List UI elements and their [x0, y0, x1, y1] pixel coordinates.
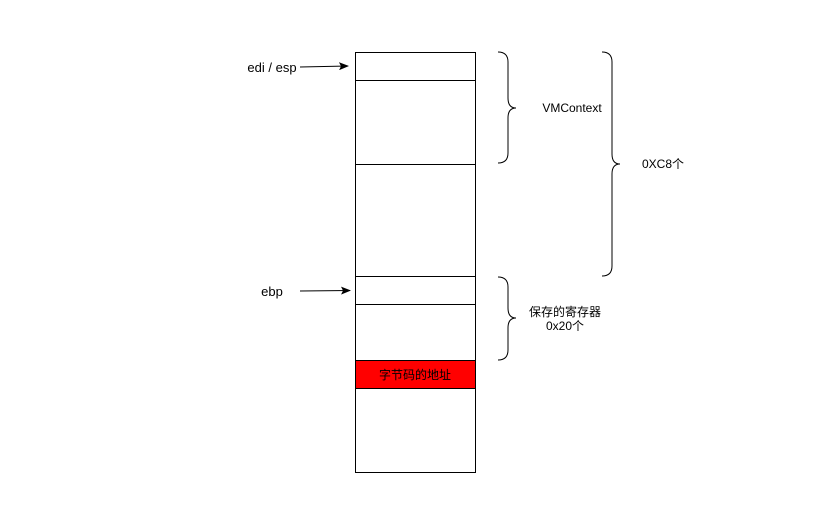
total-size-label: 0XC8个 [642, 157, 684, 171]
ebp-label: ebp [261, 284, 283, 299]
total-size-brace [601, 51, 621, 277]
saved-registers-label: 保存的寄存器 [529, 304, 601, 319]
stack-slot-vmcontext-body [355, 80, 476, 165]
edi-esp-label: edi / esp [247, 60, 296, 75]
stack-slot-bottom [355, 388, 476, 473]
saved-registers-size-label: 0x20个 [546, 319, 584, 333]
edi-esp-arrow [299, 62, 349, 71]
saved-registers-brace [497, 276, 517, 361]
stack-slot-top [355, 52, 476, 81]
ebp-arrow [299, 286, 351, 295]
bytecode-address-label: 字节码的地址 [379, 367, 451, 382]
vmcontext-label: VMContext [542, 101, 602, 115]
stack-slot-ebp [355, 276, 476, 305]
stack-slot-bytecode-address [355, 360, 476, 389]
vmcontext-brace [497, 51, 517, 164]
stack-slot-middle [355, 164, 476, 277]
stack-slot-saved-registers [355, 304, 476, 361]
